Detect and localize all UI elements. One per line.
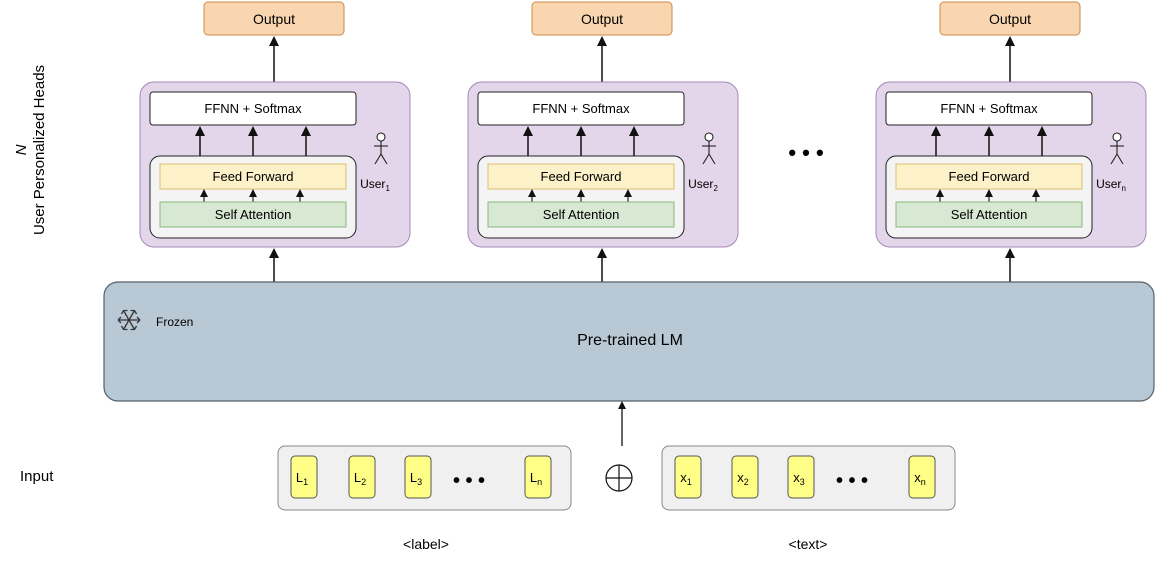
ffnn-label: FFNN + Softmax [940,101,1038,116]
snowflake-icon [117,309,141,331]
token-label: x3 [793,470,805,487]
token-ellipsis: • • • [453,470,485,492]
output-box [203,1,345,36]
output-label: Output [989,11,1031,27]
user-icon [1110,132,1124,165]
token-label: x2 [737,470,749,487]
output-label: Output [581,11,623,27]
token-box [731,455,759,499]
feed-forward-box [895,163,1083,190]
self-attention-label: Self Attention [215,207,292,222]
user-icon [374,132,388,165]
pretrained-lm-label: Pre-trained LM [577,332,683,349]
side-label: N User Personalized Heads [13,65,48,235]
token-label: L2 [354,470,366,487]
token-label: Ln [530,470,542,487]
text-caption: <text> [789,536,828,552]
concat-plus-icon [605,464,633,492]
ffnn-label: FFNN + Softmax [532,101,630,116]
token-label: L1 [296,470,308,487]
feed-forward-label: Feed Forward [949,169,1030,184]
token-ellipsis: • • • [836,470,868,492]
token-label: x1 [680,470,692,487]
self-attention-box [159,201,347,228]
self-attention-box [487,201,675,228]
ffnn-label: FFNN + Softmax [204,101,302,116]
pretrained-lm-block: Pre-trained LM Frozen [103,281,1155,402]
feed-forward-label: Feed Forward [541,169,622,184]
pretrained-lm-box [103,281,1155,402]
user-label: User2 [688,177,718,193]
token-label: L3 [410,470,422,487]
token-label: xn [914,470,926,487]
frozen-label: Frozen [156,315,193,329]
token-box [404,455,432,499]
user-label: User1 [360,177,390,193]
output-box [531,1,673,36]
label-token-group: L1 L2 L3 Ln • • • [277,445,572,511]
side-label-text: User Personalized Heads [31,65,48,235]
token-box [787,455,815,499]
token-box [290,455,318,499]
ffnn-box [477,91,685,126]
heads-ellipsis: • • • [788,140,823,165]
ffnn-box [885,91,1093,126]
ffnn-box [149,91,357,126]
side-label-n: N [13,144,30,155]
feed-forward-box [487,163,675,190]
self-attention-label: Self Attention [951,207,1028,222]
input-label: Input [20,468,54,485]
user-label: Usern [1096,177,1126,193]
feed-forward-label: Feed Forward [213,169,294,184]
output-box [939,1,1081,36]
label-caption: <label> [403,536,449,552]
text-token-group: x1 x2 x3 xn • • • [661,445,956,511]
token-box [908,455,936,499]
token-box [674,455,702,499]
output-label: Output [253,11,295,27]
self-attention-box [895,201,1083,228]
user-icon [702,132,716,165]
token-box [524,455,552,499]
self-attention-label: Self Attention [543,207,620,222]
token-box [348,455,376,499]
